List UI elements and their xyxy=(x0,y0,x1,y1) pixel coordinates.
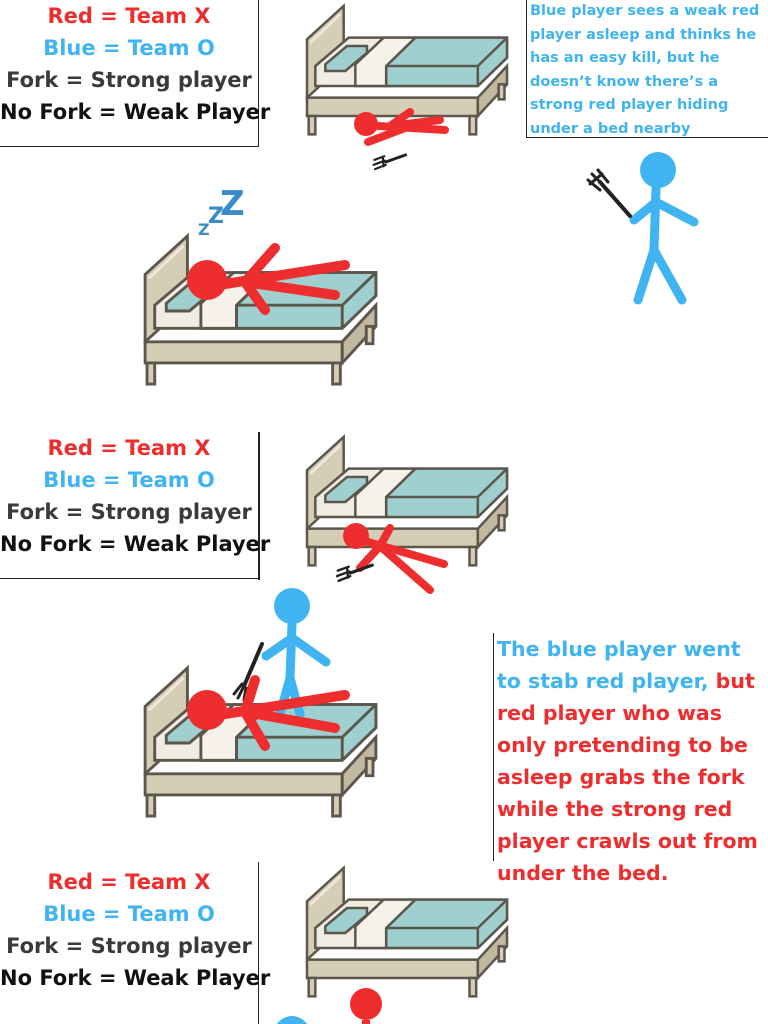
red-stick-figure xyxy=(187,675,350,751)
red-stick-figure xyxy=(350,988,382,1024)
legend-divider xyxy=(258,432,260,580)
legend-red: Red = Team X xyxy=(47,4,211,28)
red-stick-figure xyxy=(187,243,350,315)
blue-stick-figure xyxy=(277,1016,307,1024)
legend-blue: Blue = Team O xyxy=(43,36,215,60)
legend-blue: Blue = Team O xyxy=(43,468,215,492)
fork-icon xyxy=(232,642,264,702)
legend-box: Red = Team X Blue = Team O Fork = Strong… xyxy=(0,0,271,147)
legend-nofork: No Fork = Weak Player xyxy=(0,532,271,556)
fork-icon xyxy=(372,153,408,171)
legend-fork: Fork = Strong player xyxy=(6,500,252,524)
red-stick-figure xyxy=(354,108,449,146)
legend-box: Red = Team X Blue = Team O Fork = Strong… xyxy=(0,862,271,1024)
red-stick-figure xyxy=(343,523,448,594)
legend-red: Red = Team X xyxy=(47,870,211,894)
caption-top: Blue player sees a weak red player aslee… xyxy=(526,0,768,138)
legend-box: Red = Team X Blue = Team O Fork = Strong… xyxy=(0,432,271,579)
caption-middle-blue: The blue player went to stab red player, xyxy=(497,637,741,693)
caption-middle: The blue player went to stab red player,… xyxy=(493,633,768,885)
caption-middle-red: but red player who was only pretending t… xyxy=(497,669,758,885)
legend-blue: Blue = Team O xyxy=(43,902,215,926)
legend-fork: Fork = Strong player xyxy=(6,68,252,92)
fork-icon xyxy=(586,168,632,218)
fork-icon xyxy=(335,563,374,583)
blue-stick-figure xyxy=(629,152,699,305)
bed-icon xyxy=(305,866,509,998)
legend-nofork: No Fork = Weak Player xyxy=(0,966,271,990)
blue-stick-figure xyxy=(261,588,331,719)
legend-fork: Fork = Strong player xyxy=(6,934,252,958)
zzz-icon: Z Z Z xyxy=(198,184,245,239)
legend-nofork: No Fork = Weak Player xyxy=(0,100,271,124)
legend-red: Red = Team X xyxy=(47,436,211,460)
